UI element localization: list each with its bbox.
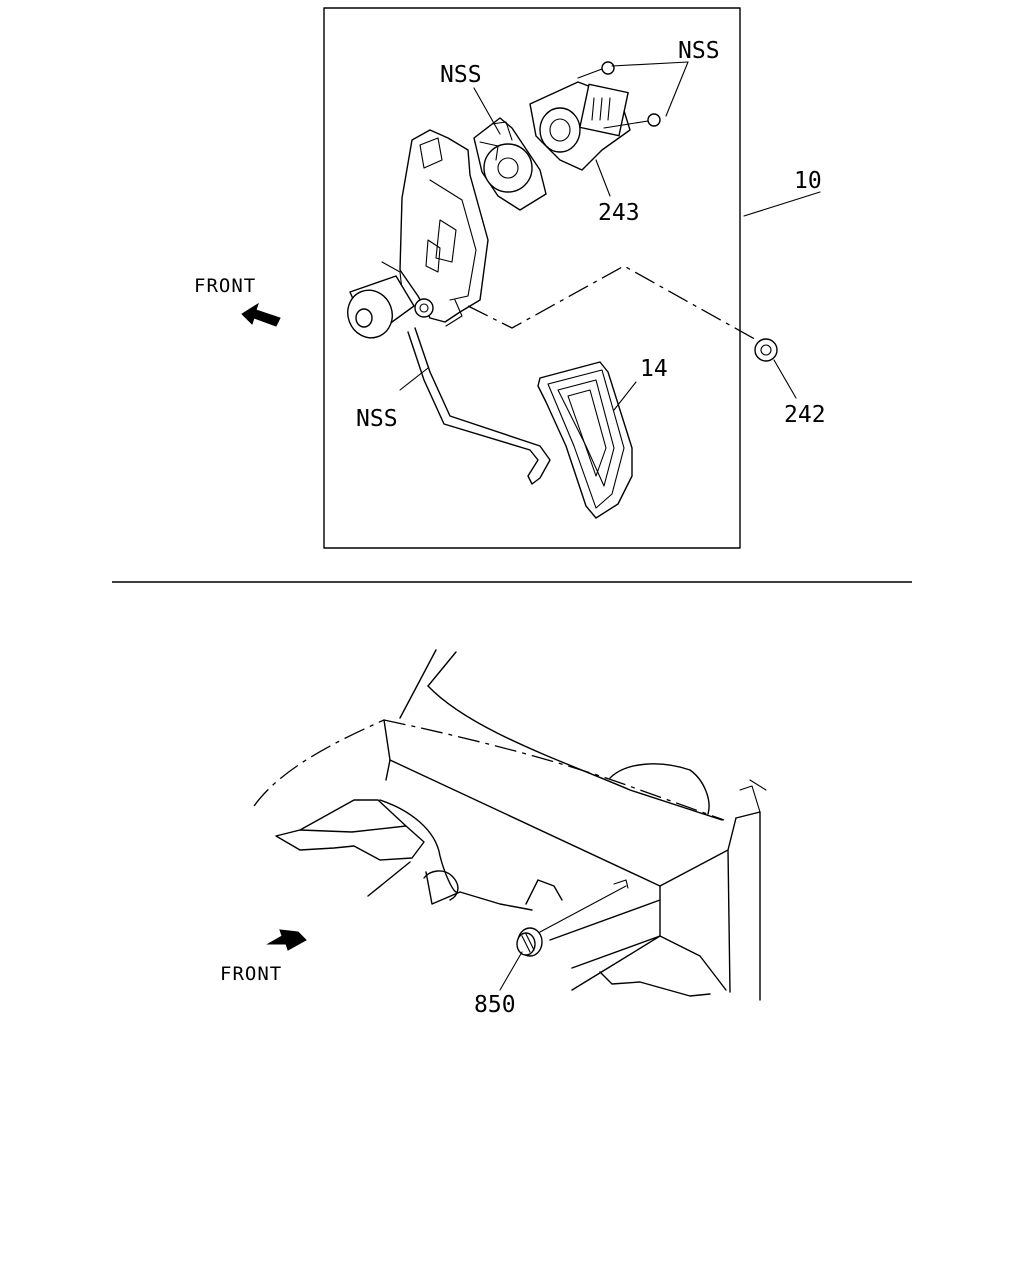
leader-grommet [499,951,523,991]
label-nss-sensor: NSS [440,62,482,88]
throttle-sensor [529,81,631,171]
label-nut: 242 [784,402,826,428]
label-grommet: 850 [474,992,516,1018]
assembly-frame [323,7,741,549]
label-assembly: 10 [794,168,822,194]
front-label: FRONT [194,275,256,297]
flange-nut [754,338,778,362]
front-arrow-icon [241,302,281,327]
grommet [516,885,627,957]
sensor-gear [473,117,547,211]
label-sensor: 243 [598,200,640,226]
label-pad: 14 [640,356,668,382]
vehicle-body [253,649,767,1001]
front-label: FRONT [220,963,282,985]
assembly-line [467,265,761,343]
pedal-arm [407,327,551,485]
upper-view: NSS NSS 10 243 14 242 NSS FRONT [194,7,826,549]
leader-lines [399,61,821,411]
label-nss-bolts: NSS [678,38,720,64]
sensor-bolts [577,61,661,129]
lower-view: 850 FRONT [220,649,767,1018]
pedal-bracket [381,129,489,327]
front-arrow-icon [266,929,307,951]
label-nss-arm: NSS [356,406,398,432]
pivot-cylinder [347,275,434,339]
pedal-pad [537,361,633,519]
